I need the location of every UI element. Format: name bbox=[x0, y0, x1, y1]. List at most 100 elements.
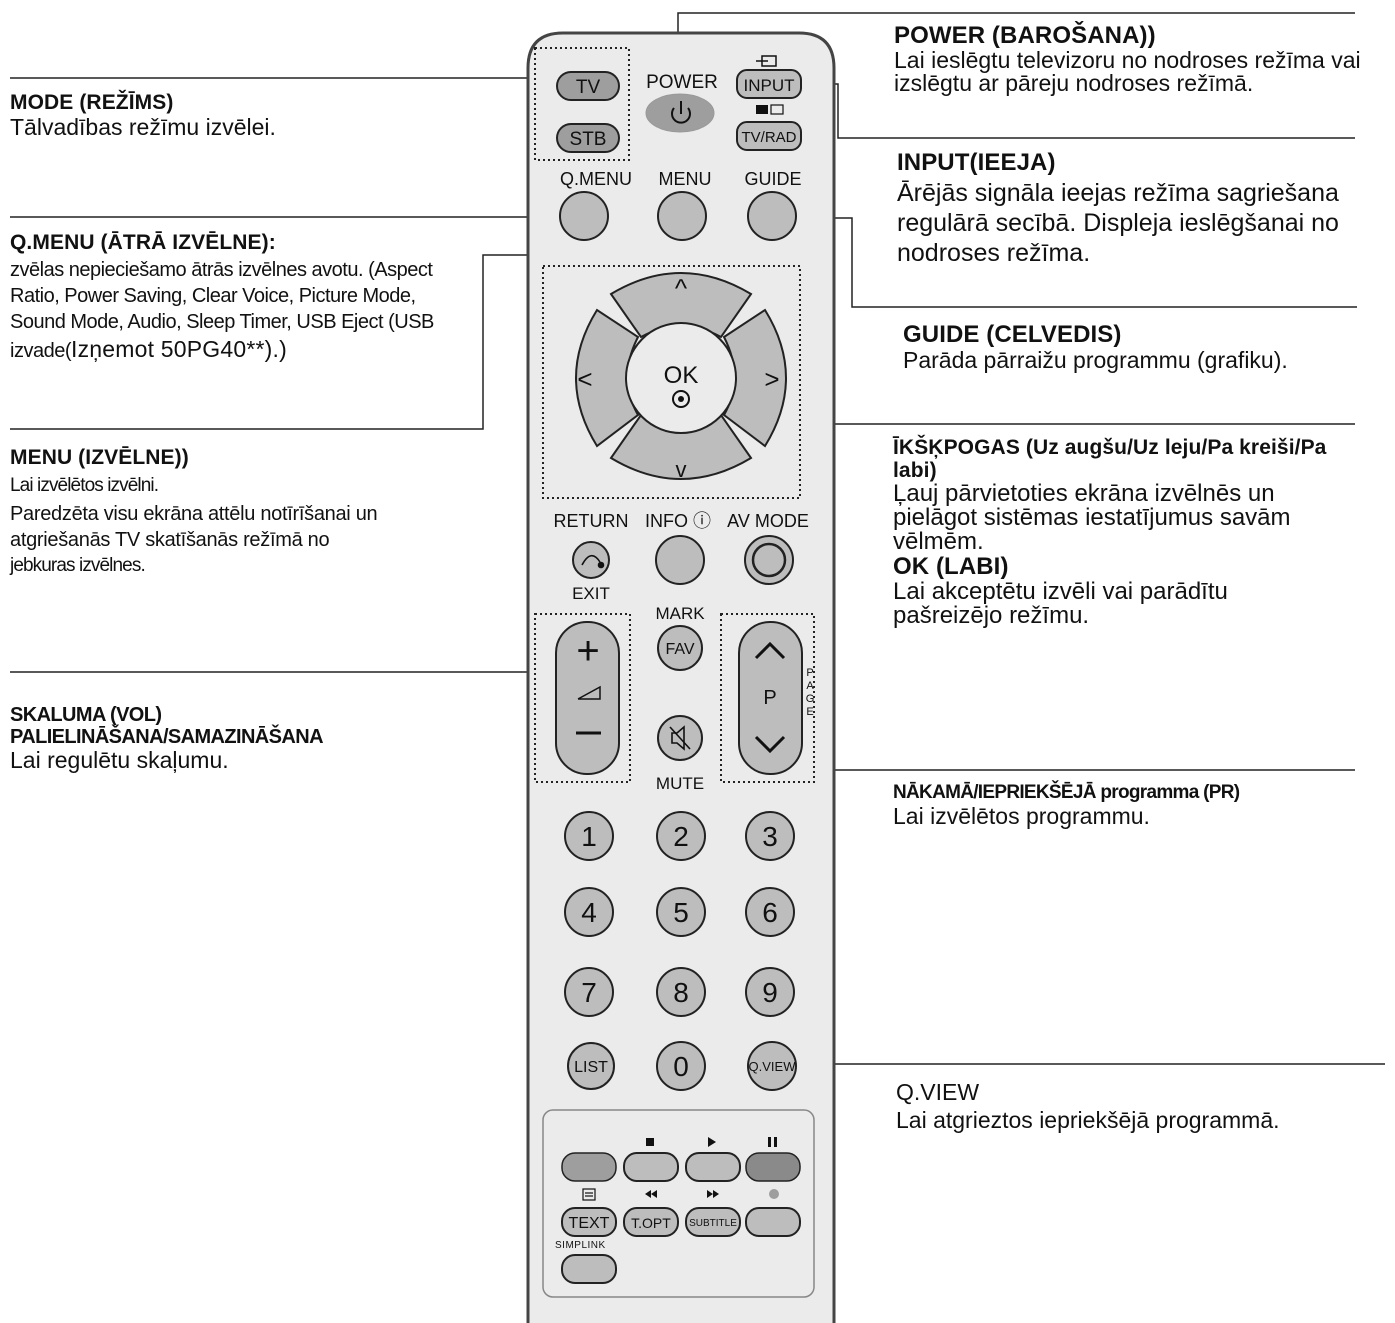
qmenu-button[interactable] bbox=[559, 191, 609, 241]
guide-title: GUIDE (CELVEDIS) bbox=[903, 321, 1122, 348]
simplink-label: SIMPLINK bbox=[555, 1240, 606, 1251]
return-label: RETURN bbox=[554, 511, 629, 531]
volume-callout: SKALUMA (VOL) PALIELINĀŠANA/SAMAZINĀŠANA… bbox=[10, 704, 480, 773]
menu-desc-3: jebkuras izvēlnes. bbox=[10, 555, 146, 577]
list-label: LIST bbox=[574, 1059, 608, 1076]
yellow-play-button[interactable] bbox=[685, 1152, 741, 1182]
qview-title: Q.VIEW bbox=[896, 1079, 980, 1105]
qview-callout: Q.VIEW Lai atgrieztos iepriekšējā progra… bbox=[896, 1080, 1296, 1134]
digit-7-button[interactable] bbox=[564, 967, 614, 1017]
menu-desc-2: Paredzēta visu ekrāna attēlu notīrīšanai… bbox=[10, 503, 378, 551]
right-arrow-icon: > bbox=[764, 364, 779, 394]
power-callout: POWER (BAROŠANA)) Lai ieslēgtu televizor… bbox=[894, 23, 1364, 95]
digit-1-label: 1 bbox=[581, 821, 597, 852]
digit-0-button[interactable] bbox=[656, 1041, 706, 1091]
mode-title: MODE (REŽĪMS) bbox=[10, 91, 174, 114]
power-label: POWER bbox=[646, 72, 718, 93]
digit-3-label: 3 bbox=[762, 821, 778, 852]
digit-0-label: 0 bbox=[673, 1051, 689, 1082]
program-down-icon bbox=[754, 735, 786, 754]
guide-label: GUIDE bbox=[744, 169, 801, 189]
input-callout: INPUT(IEEJA) Ārējās signāla ieejas režīm… bbox=[897, 150, 1347, 268]
power-icon bbox=[671, 101, 691, 124]
list-button[interactable] bbox=[567, 1042, 615, 1090]
up-arrow-icon: ^ bbox=[675, 273, 688, 303]
page-label-g: G bbox=[806, 693, 815, 705]
navigation-pad bbox=[575, 272, 787, 480]
program-group bbox=[720, 613, 815, 783]
tv-rad-button[interactable] bbox=[736, 121, 802, 151]
qview-desc: Lai atgrieztos iepriekšējā programmā. bbox=[896, 1106, 1280, 1133]
power-title: POWER (BAROŠANA)) bbox=[894, 22, 1156, 49]
text-button[interactable] bbox=[561, 1207, 617, 1237]
avmode-label: AV MODE bbox=[727, 511, 809, 531]
ok-button[interactable] bbox=[625, 322, 737, 434]
menu-button[interactable] bbox=[657, 191, 707, 241]
record-icon bbox=[769, 1189, 779, 1199]
subtitle-button[interactable] bbox=[685, 1207, 741, 1237]
ok-desc: Lai akceptētu izvēli vai parādītu pašrei… bbox=[893, 578, 1228, 630]
digit-5-button[interactable] bbox=[656, 887, 706, 937]
program-rocker[interactable] bbox=[738, 621, 803, 775]
volume-title-1: SKALUMA (VOL) bbox=[10, 704, 162, 726]
program-up-icon bbox=[754, 641, 786, 660]
arrows-title: ĪKŠĶPOGAS (Uz augšu/Uz leju/Pa kreiši/Pa… bbox=[893, 436, 1327, 482]
program-desc: Lai izvēlētos programmu. bbox=[893, 802, 1150, 829]
topt-button[interactable] bbox=[623, 1207, 679, 1237]
digit-4-button[interactable] bbox=[564, 887, 614, 937]
exit-label: EXIT bbox=[572, 584, 610, 603]
qmenu-desc: zvēlas nepieciešamo ātrās izvēlnes avotu… bbox=[10, 258, 434, 362]
input-button[interactable] bbox=[736, 69, 802, 99]
green-stop-button[interactable] bbox=[623, 1152, 679, 1182]
program-title: NĀKAMĀ/IEPRIEKŠĒJĀ programma (PR) bbox=[893, 782, 1240, 803]
record-button[interactable] bbox=[745, 1207, 801, 1237]
return-button[interactable] bbox=[572, 541, 610, 579]
fav-button[interactable] bbox=[657, 625, 703, 671]
red-button[interactable] bbox=[561, 1152, 617, 1182]
input-title: INPUT(IEEJA) bbox=[897, 149, 1056, 176]
digit-4-label: 4 bbox=[581, 897, 597, 928]
qview-button[interactable] bbox=[747, 1041, 797, 1091]
menu-label: MENU bbox=[659, 169, 712, 189]
digit-8-button[interactable] bbox=[656, 967, 706, 1017]
page-label-p: P bbox=[806, 667, 813, 679]
guide-callout: GUIDE (CELVEDIS) Parāda pārraižu program… bbox=[903, 322, 1373, 373]
guide-button[interactable] bbox=[747, 191, 797, 241]
tv-button[interactable] bbox=[556, 71, 620, 101]
nav-group bbox=[542, 265, 801, 499]
qmenu-title: Q.MENU (ĀTRĀ IZVĒLNE): bbox=[10, 231, 276, 254]
simplink-button[interactable] bbox=[561, 1254, 617, 1284]
digit-9-button[interactable] bbox=[745, 967, 795, 1017]
stb-button[interactable] bbox=[556, 123, 620, 153]
program-p-label: P bbox=[763, 687, 776, 709]
digit-6-button[interactable] bbox=[745, 887, 795, 937]
digit-6-label: 6 bbox=[762, 897, 778, 928]
tv-radio-icon bbox=[756, 104, 784, 115]
info-label: INFO ⓘ bbox=[645, 511, 711, 531]
info-button[interactable] bbox=[655, 535, 705, 585]
qmenu-callout: Q.MENU (ĀTRĀ IZVĒLNE): zvēlas nepiecieša… bbox=[10, 231, 465, 365]
digit-1-button[interactable] bbox=[564, 811, 614, 861]
tv-label: TV bbox=[576, 77, 601, 98]
text-mode-icon bbox=[582, 1188, 596, 1201]
return-arrow-icon bbox=[581, 554, 605, 569]
input-desc: Ārējās signāla ieejas režīma sagriešana … bbox=[897, 178, 1339, 267]
digit-8-label: 8 bbox=[673, 977, 689, 1008]
tv-rad-label: TV/RAD bbox=[741, 129, 796, 146]
digit-3-button[interactable] bbox=[745, 811, 795, 861]
qmenu-desc-tail: Izņemot 50PG40**).) bbox=[70, 335, 287, 362]
pause-icon bbox=[768, 1137, 777, 1147]
input-icon bbox=[756, 55, 777, 67]
avmode-ring-icon bbox=[751, 542, 787, 578]
digit-2-button[interactable] bbox=[656, 811, 706, 861]
volume-rocker[interactable] bbox=[555, 621, 620, 775]
rewind-icon bbox=[645, 1190, 651, 1198]
topt-label: T.OPT bbox=[631, 1215, 671, 1231]
power-desc: Lai ieslēgtu televizoru no nodroses režī… bbox=[894, 46, 1361, 96]
blue-pause-button[interactable] bbox=[745, 1152, 801, 1182]
fast-forward-icon bbox=[707, 1190, 713, 1198]
program-callout: NĀKAMĀ/IEPRIEKŠĒJĀ programma (PR) Lai iz… bbox=[893, 782, 1353, 829]
page-label-e: E bbox=[806, 706, 813, 718]
mode-callout: MODE (REŽĪMS) Tālvadības režīmu izvēlei. bbox=[10, 91, 490, 140]
play-icon bbox=[708, 1137, 716, 1147]
